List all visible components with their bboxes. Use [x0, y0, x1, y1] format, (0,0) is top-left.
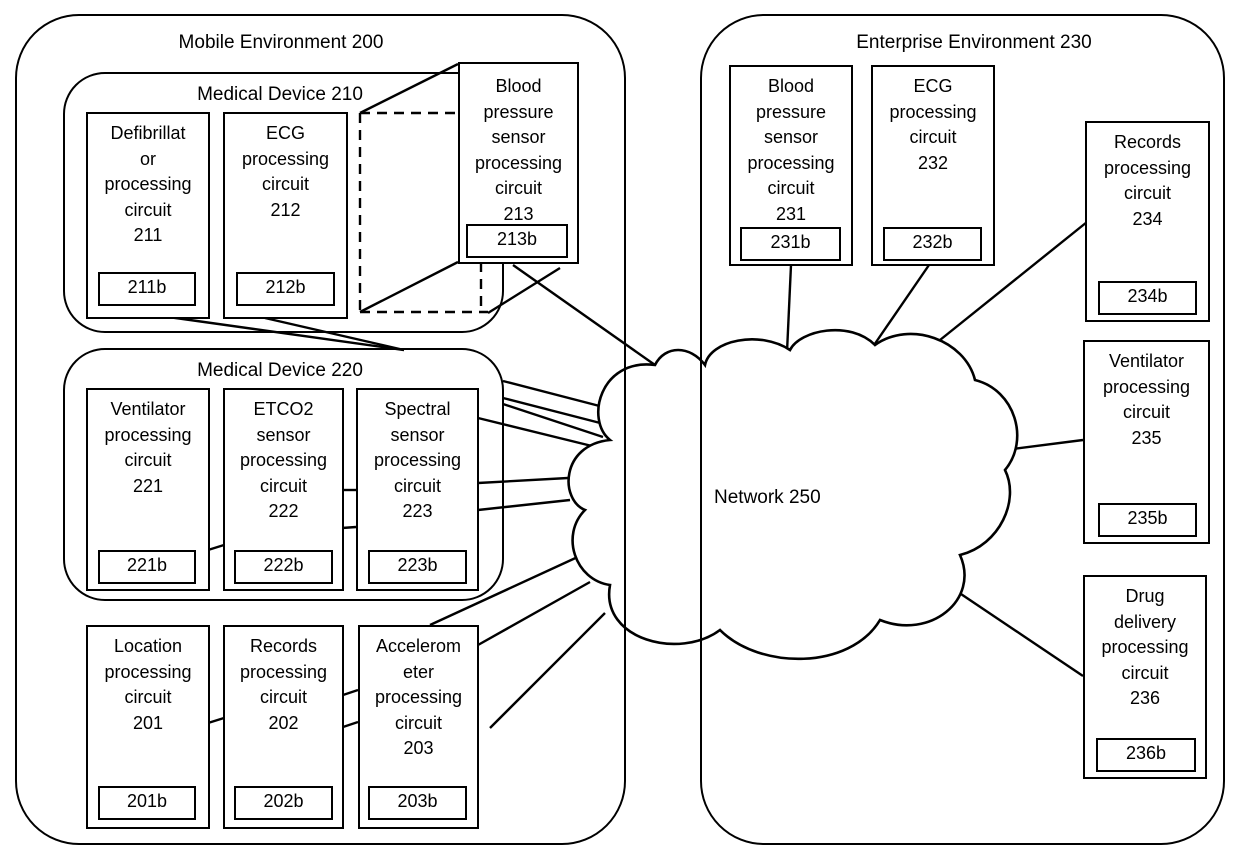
circuit-202-label: Records processing circuit 202	[225, 634, 342, 736]
circuit-222-label: ETCO2 sensor processing circuit 222	[225, 397, 342, 525]
circuit-235-label: Ventilator processing circuit 235	[1085, 349, 1208, 451]
circuit-202b: 202b	[234, 786, 333, 820]
circuit-201-label: Location processing circuit 201	[88, 634, 208, 736]
circuit-223-label: Spectral sensor processing circuit 223	[358, 397, 477, 525]
circuit-234b: 234b	[1098, 281, 1197, 315]
circuit-213b: 213b	[466, 224, 568, 258]
circuit-234-label: Records processing circuit 234	[1087, 130, 1208, 232]
circuit-203b: 203b	[368, 786, 467, 820]
circuit-201b: 201b	[98, 786, 196, 820]
circuit-232-label: ECG processing circuit 232	[873, 74, 993, 176]
circuit-231b: 231b	[740, 227, 841, 261]
medical-device-220-label: Medical Device 220	[180, 360, 380, 382]
circuit-221b: 221b	[98, 550, 196, 584]
circuit-222b: 222b	[234, 550, 333, 584]
enterprise-environment-label: Enterprise Environment 230	[770, 32, 1178, 54]
network-label: Network 250	[714, 487, 821, 509]
circuit-221-label: Ventilator processing circuit 221	[88, 397, 208, 499]
circuit-213-label: Blood pressure sensor processing circuit…	[460, 74, 577, 227]
circuit-203-label: Accelerom eter processing circuit 203	[360, 634, 477, 762]
circuit-236-label: Drug delivery processing circuit 236	[1085, 584, 1205, 712]
circuit-236b: 236b	[1096, 738, 1196, 772]
circuit-232b: 232b	[883, 227, 982, 261]
circuit-223b: 223b	[368, 550, 467, 584]
circuit-235b: 235b	[1098, 503, 1197, 537]
circuit-231-label: Blood pressure sensor processing circuit…	[731, 74, 851, 227]
